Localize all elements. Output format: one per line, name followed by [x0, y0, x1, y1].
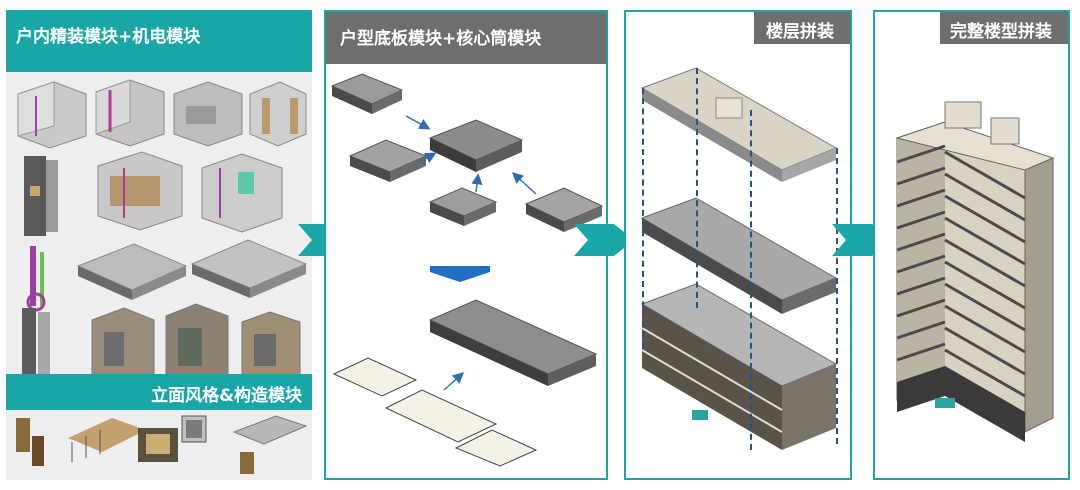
wall-partition-module-1 — [76, 243, 188, 300]
bathroom-module-3 — [173, 81, 243, 147]
alignment-line-2 — [696, 68, 698, 308]
facade-module-illustrations — [16, 415, 308, 474]
pipe-riser-module — [26, 246, 46, 312]
floor-assembly-panel: 楼层拼装 — [624, 10, 852, 480]
interior-finish-module-2 — [165, 303, 229, 385]
core-tube-module — [428, 119, 524, 172]
window-frame-module — [138, 428, 178, 462]
floor-plan-panel: 户型底板模块+核心筒模块 — [324, 10, 608, 480]
floor-assembly-header: 楼层拼装 — [754, 12, 850, 44]
roof-slab — [640, 67, 838, 182]
unit-plan-c — [428, 187, 498, 226]
wall-outline-plan — [332, 357, 538, 467]
floor-plan-illustrations — [330, 73, 604, 467]
unit-plan-d — [524, 187, 604, 232]
facade-panel-module-1 — [22, 308, 50, 378]
bathroom-module-5 — [201, 153, 283, 233]
floor-plan-title: 户型底板模块+核心筒模块 — [340, 29, 542, 49]
floor-assembly-title: 楼层拼装 — [766, 22, 834, 42]
down-arrow — [430, 266, 490, 282]
interior-module-illustrations — [17, 79, 308, 386]
elevator-shaft-module — [24, 156, 58, 236]
stacked-floors — [640, 283, 838, 450]
alignment-line-4 — [836, 148, 838, 444]
middle-floor — [640, 197, 838, 314]
building-assembly-header: 完整楼型拼装 — [940, 12, 1068, 44]
railing-module — [68, 418, 146, 462]
building-floor-lines — [896, 144, 1026, 398]
interior-mep-title: 户内精装模块+机电模块 — [16, 27, 201, 47]
interior-mep-panel: 户内精装模块+机电模块 — [6, 10, 312, 480]
interior-finish-module-3 — [241, 311, 301, 386]
interior-mep-header: 户内精装模块+机电模块 — [6, 10, 312, 72]
facade-column-module — [16, 418, 30, 452]
building-assembly-panel: 完整楼型拼装 — [873, 10, 1070, 480]
facade-style-header: 立面风格&构造模块 — [6, 374, 312, 410]
window-unit-module — [181, 415, 207, 443]
alignment-line-1 — [642, 88, 644, 348]
unit-plan-b — [348, 139, 428, 182]
cornice-module — [232, 415, 308, 474]
kitchen-module — [97, 151, 183, 231]
floor-assembly-illustration — [640, 67, 838, 450]
complete-building-illustration — [895, 101, 1055, 442]
wall-partition-module-2 — [190, 239, 308, 298]
bathroom-module-2 — [95, 79, 165, 147]
building-assembly-title: 完整楼型拼装 — [950, 22, 1052, 42]
flow-arrow-2 — [574, 224, 634, 256]
assembled-floor-plan — [428, 299, 598, 386]
facade-style-title: 立面风格&构造模块 — [151, 386, 302, 406]
interior-finish-module-1 — [91, 307, 155, 386]
floor-plan-header: 户型底板模块+核心筒模块 — [326, 12, 606, 64]
unit-plan-a — [330, 73, 404, 114]
bathroom-module-1 — [17, 81, 87, 149]
building-base — [897, 366, 1025, 442]
alignment-line-3 — [750, 110, 752, 450]
bathroom-module-4 — [249, 81, 307, 147]
